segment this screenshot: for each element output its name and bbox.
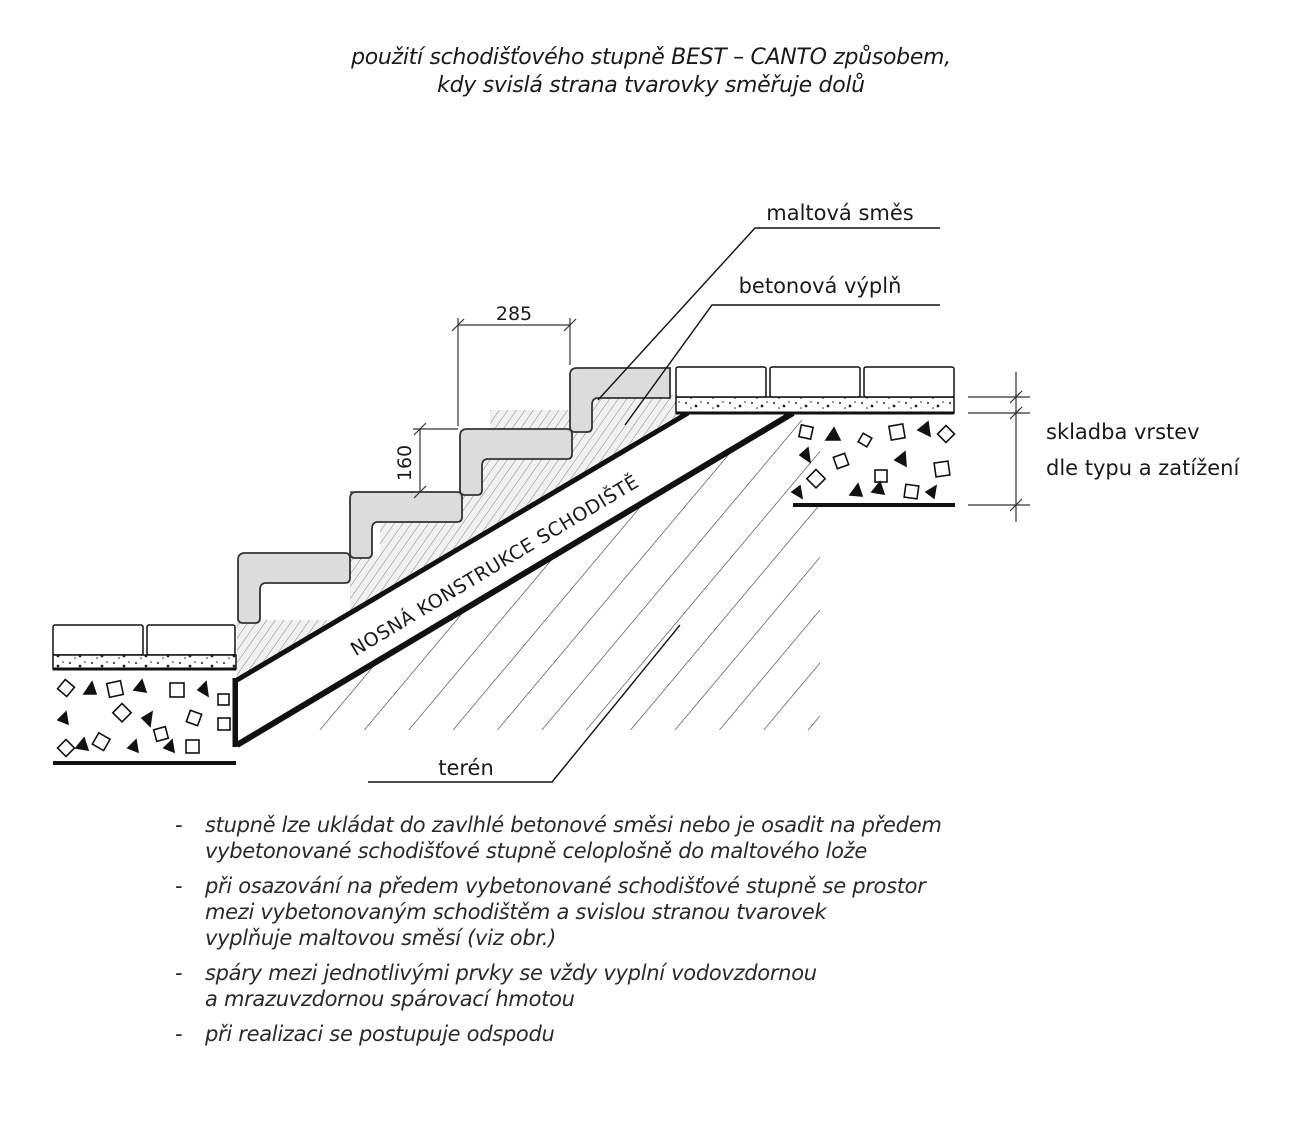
leader-terrain bbox=[368, 624, 681, 783]
lower-gravel-base bbox=[56, 678, 231, 758]
step-block-4 bbox=[569, 367, 671, 433]
dimension-riser-label: 160 bbox=[394, 445, 416, 481]
dimension-riser bbox=[350, 422, 458, 499]
leader-mortar bbox=[597, 227, 940, 401]
title-line-2: kdy svislá strana tvarovky směřuje dolů bbox=[437, 73, 865, 98]
note-item: - stupně lze ukládat do zavlhlé betonové… bbox=[175, 812, 1175, 864]
lower-paver-2 bbox=[146, 624, 236, 656]
note-bullet: - bbox=[175, 961, 183, 985]
note-bullet: - bbox=[175, 813, 183, 837]
step-block-1 bbox=[237, 552, 351, 624]
upper-gravel-base bbox=[790, 420, 956, 500]
step-blocks bbox=[237, 367, 671, 624]
lower-mortar-layer bbox=[52, 654, 237, 670]
note-line: mezi vybetonovaným schodištěm a svislou … bbox=[205, 900, 827, 924]
note-bullet: - bbox=[175, 1022, 183, 1046]
note-line: při realizaci se postupuje odspodu bbox=[205, 1022, 555, 1046]
upper-mortar-layer bbox=[675, 396, 955, 414]
upper-paving bbox=[675, 366, 955, 398]
label-terrain: terén bbox=[438, 756, 494, 780]
note-item: - spáry mezi jednotlivými prvky se vždy … bbox=[175, 960, 1175, 1012]
slab-bottom-edge bbox=[235, 410, 795, 748]
step-block-3 bbox=[459, 428, 573, 496]
label-mortar: maltová směs bbox=[766, 201, 913, 225]
note-line: spáry mezi jednotlivými prvky se vždy vy… bbox=[205, 961, 817, 985]
note-item: - při osazování na předem vybetonované s… bbox=[175, 873, 1175, 951]
label-layers-line-2: dle typu a zatížení bbox=[1046, 456, 1240, 480]
upper-paver-2 bbox=[769, 366, 861, 398]
notes-list: - stupně lze ukládat do zavlhlé betonové… bbox=[175, 812, 1175, 1056]
slab-top-edge bbox=[235, 410, 690, 683]
note-item: - při realizaci se postupuje odspodu bbox=[175, 1021, 1175, 1047]
step-block-2 bbox=[349, 491, 463, 559]
stair-section-drawing: 285 160 maltová směs betonová výplň NOSN… bbox=[52, 201, 1240, 783]
note-bullet: - bbox=[175, 874, 183, 898]
dimension-layers bbox=[968, 372, 1030, 522]
label-layers-line-1: skladba vrstev bbox=[1046, 420, 1200, 444]
note-line: při osazování na předem vybetonované sch… bbox=[205, 874, 926, 898]
upper-paver-3 bbox=[863, 366, 955, 398]
title-line-1: použití schodišťového stupně BEST – CANT… bbox=[351, 45, 951, 70]
note-line: a mrazuvzdornou spárovací hmotou bbox=[205, 987, 575, 1011]
label-concrete-fill: betonová výplň bbox=[739, 274, 902, 298]
leader-concrete-fill bbox=[624, 304, 940, 426]
note-line: vybetonované schodišťové stupně celoploš… bbox=[205, 839, 868, 863]
upper-paver-1 bbox=[675, 366, 767, 398]
note-line: stupně lze ukládat do zavlhlé betonové s… bbox=[205, 813, 942, 837]
lower-paver-1 bbox=[52, 624, 144, 656]
note-line: vyplňuje maltovou směsí (viz obr.) bbox=[205, 926, 557, 950]
lower-paving bbox=[52, 624, 236, 656]
dimension-tread-label: 285 bbox=[496, 303, 532, 325]
drawing-title: použití schodišťového stupně BEST – CANT… bbox=[0, 44, 1302, 100]
dimension-tread bbox=[451, 318, 577, 426]
